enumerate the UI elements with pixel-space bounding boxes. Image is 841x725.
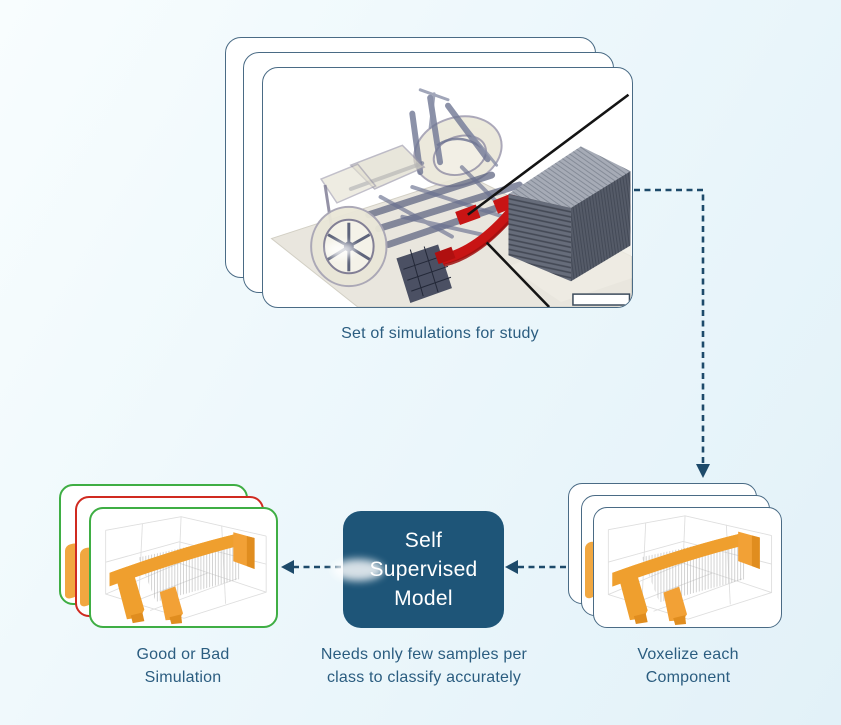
arrowhead-left-icon	[281, 560, 294, 574]
caption-voxelize: Voxelize each Component	[590, 643, 786, 689]
connector-simulations-to-voxelize	[634, 188, 710, 478]
crash-barrier-block	[508, 146, 631, 282]
classification-card-front-good	[89, 507, 278, 628]
legend-box	[572, 293, 631, 306]
caption-line: Simulation	[144, 669, 222, 686]
caption-simulations: Set of simulations for study	[285, 322, 595, 345]
voxelize-card-front	[593, 507, 782, 628]
model-title-line: Supervised	[369, 558, 478, 581]
caption-line: Needs only few samples per	[320, 646, 528, 663]
blur-smudge	[332, 559, 384, 581]
leader-line-lower	[485, 241, 551, 307]
caption-classification: Good or Bad Simulation	[80, 643, 286, 689]
blur-smudge	[326, 242, 356, 258]
caption-line: Voxelize each	[637, 646, 739, 663]
arrowhead-left-icon	[505, 560, 518, 574]
caption-model: Needs only few samples per class to clas…	[276, 643, 572, 689]
leader-line-upper	[467, 93, 630, 216]
model-title-line: Self	[404, 529, 443, 552]
caption-line: Set of simulations for study	[341, 325, 539, 342]
caption-line: Component	[645, 669, 731, 686]
car-crash-simulation-graphic	[270, 88, 632, 307]
connector-voxelize-to-model	[505, 560, 566, 574]
arrowhead-down-icon	[696, 464, 710, 478]
caption-line: Good or Bad	[136, 646, 230, 663]
voxel-component-graphic	[105, 516, 267, 625]
voxel-component-graphic	[607, 515, 773, 626]
model-title-line: Model	[394, 587, 453, 610]
simulation-card-front	[262, 67, 633, 308]
caption-line: class to classify accurately	[326, 669, 522, 686]
